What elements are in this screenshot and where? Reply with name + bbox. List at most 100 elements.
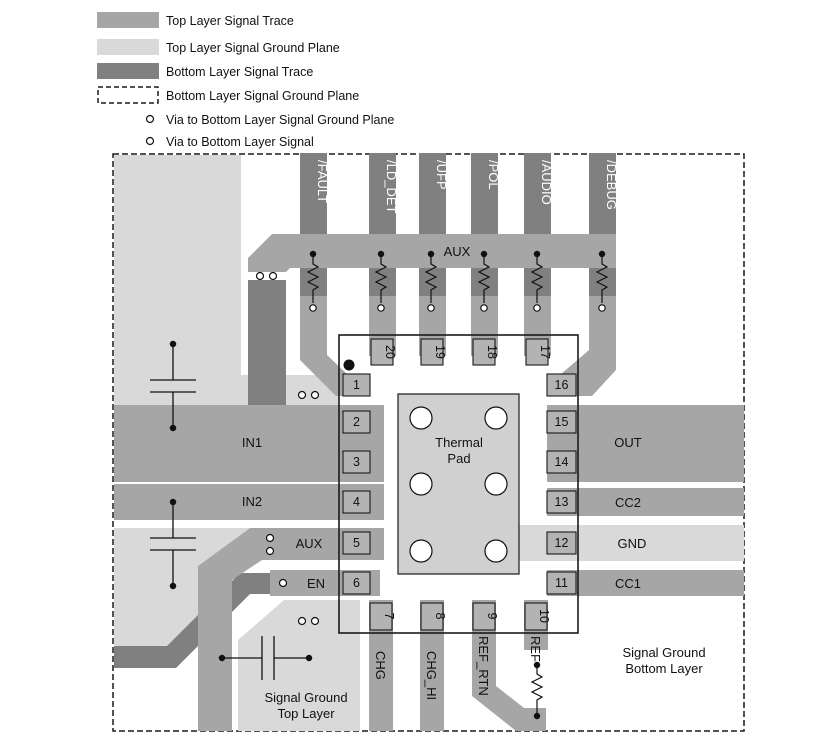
pin-pad (546, 531, 577, 555)
ref-resistor-icon (530, 661, 544, 720)
resistor-icon (595, 250, 609, 312)
via-icon (265, 533, 275, 543)
top-pins: 20 19 18 17 (370, 338, 552, 366)
legend-swatch-top-ground (97, 39, 159, 55)
bottom-trace-audio (524, 153, 551, 235)
via-icon (297, 390, 307, 400)
pin-pad (546, 450, 577, 474)
pin-pad (342, 571, 371, 595)
signal-ground-bottom-label: Signal Ground (622, 645, 705, 660)
cc2-trace (547, 488, 744, 516)
bottom-trace-ufp (419, 153, 446, 235)
via-icon (255, 271, 265, 281)
ref-label: REF (528, 636, 543, 662)
thermal-via-icon (484, 472, 508, 496)
pin-pad (420, 602, 444, 631)
pin-number: 1 (353, 378, 360, 392)
via-icon (265, 546, 275, 556)
via-icon (145, 136, 155, 146)
pin-number: 14 (555, 455, 569, 469)
ref-rtn-label: REF_RTN (476, 636, 491, 696)
bottom-trace-fault (300, 153, 327, 235)
legend-label: Via to Bottom Layer Signal Ground Plane (166, 113, 394, 127)
pin-number: 4 (353, 495, 360, 509)
signal-ground-top-layer (238, 600, 360, 731)
trace-pin16 (560, 296, 616, 396)
pin-number: 8 (433, 613, 447, 620)
legend-swatch-bottom-ground (97, 86, 159, 104)
pin-number: 12 (555, 536, 569, 550)
bottom-trace-vertical (248, 280, 286, 405)
pin-number: 17 (538, 345, 552, 359)
chg-label: CHG (373, 651, 388, 680)
pin-number: 20 (383, 345, 397, 359)
signal-label-ufp: /UFP (434, 160, 449, 190)
legend-label: Top Layer Signal Trace (166, 14, 294, 28)
bottom-layer-traces (114, 153, 616, 668)
thermal-via-icon (409, 539, 433, 563)
via-icon (297, 616, 307, 626)
legend-swatch-bottom-signal (97, 63, 159, 79)
gnd-label: GND (618, 536, 647, 551)
resistor-icon (424, 250, 438, 312)
bottom-trace-ld-det (369, 153, 396, 235)
cc2-label: CC2 (615, 495, 641, 510)
bottom-trace-pol (471, 153, 498, 235)
thermal-via-icon (484, 406, 508, 430)
via-icon (268, 271, 278, 281)
pin-number: 7 (382, 613, 396, 620)
thermal-via-icon (484, 539, 508, 563)
thermal-via-icon (409, 406, 433, 430)
via-icon (310, 616, 320, 626)
signal-ground-bottom-label: Bottom Layer (625, 661, 703, 676)
pin-number: 3 (353, 455, 360, 469)
out-label: OUT (614, 435, 642, 450)
pin1-marker-icon (343, 359, 355, 371)
pin-number: 11 (555, 576, 568, 590)
legend-label: Bottom Layer Signal Ground Plane (166, 89, 359, 103)
aux-top-label: AUX (444, 244, 471, 259)
pin-pad (472, 338, 496, 366)
cc1-label: CC1 (615, 576, 641, 591)
capacitor-icon (150, 498, 196, 590)
thermal-vias (409, 406, 508, 563)
in2-label: IN2 (242, 494, 262, 509)
pin-number: 18 (485, 345, 499, 359)
vias (255, 271, 320, 626)
legend-swatch-top-signal (97, 12, 159, 28)
pin-pad (370, 338, 394, 366)
bottom-trace-stub (369, 268, 396, 296)
ic-package-outline (338, 334, 579, 634)
bottom-pins: 7 8 9 10 (369, 602, 551, 631)
pin-pad (472, 602, 496, 631)
thermal-label: Thermal (435, 435, 483, 450)
pin-number: 13 (555, 495, 569, 509)
top-ground-plane-lower-left (114, 528, 250, 646)
signal-ground-top-label: Signal Ground (264, 690, 347, 705)
pin-pad (546, 410, 577, 434)
pin-pad (546, 373, 577, 397)
legend-label: Via to Bottom Layer Signal (166, 135, 314, 149)
resistor-icon (530, 250, 544, 312)
signal-ground-top-label: Top Layer (277, 706, 335, 721)
pin-pad (525, 338, 549, 366)
top-signal-labels: /FAULT /LD_DET /UFP /POL /AUDIO /DEBUG (315, 160, 619, 214)
pin-number: 6 (353, 576, 360, 590)
pin-pad (342, 490, 371, 514)
pin-pad (342, 373, 371, 397)
pin-pad (524, 602, 548, 631)
pin-pad (342, 531, 371, 555)
resistor-icon (306, 250, 320, 312)
signal-label-debug: /DEBUG (604, 160, 619, 210)
pin-number: 15 (555, 415, 569, 429)
legend-label: Bottom Layer Signal Trace (166, 65, 313, 79)
pin-number: 2 (353, 415, 360, 429)
thermal-label: Pad (447, 451, 470, 466)
pin-number: 10 (537, 609, 551, 623)
out-trace (547, 405, 744, 482)
en-label: EN (307, 576, 325, 591)
aux-pullup-resistors (306, 250, 609, 312)
signal-label-fault: /FAULT (315, 160, 330, 203)
pin-number: 5 (353, 536, 360, 550)
